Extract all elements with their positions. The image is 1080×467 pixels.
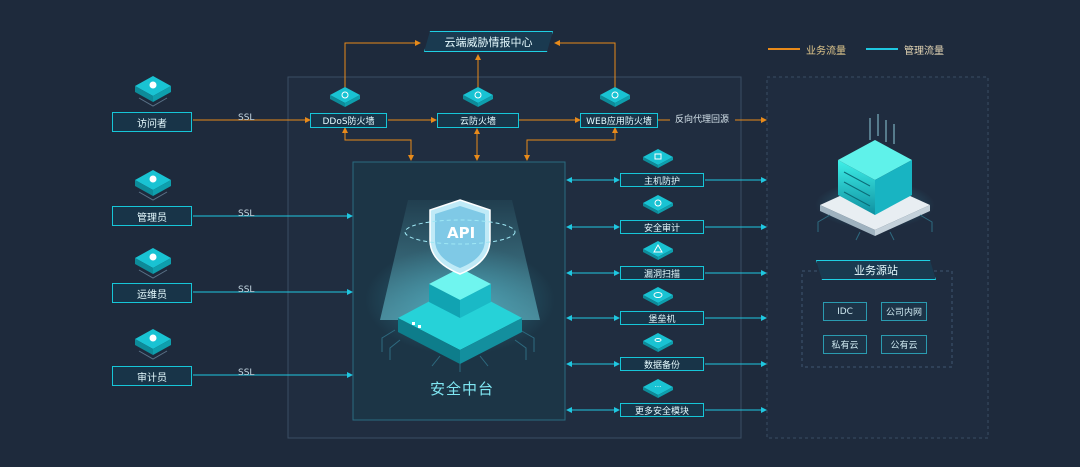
ddos-firewall-box: DDoS防火墙 [310, 113, 387, 128]
core-illustration [365, 199, 555, 372]
security-platform-title: 安全中台 [430, 380, 495, 398]
ssl-label-auditor: SSL [238, 368, 255, 378]
role-auditor-box: 审计员 [112, 366, 192, 386]
web-firewall-box: WEB应用防火墙 [580, 113, 658, 128]
ssl-label-ops: SSL [238, 285, 255, 295]
module-more: 更多安全模块 [620, 403, 704, 417]
origin-server-illustration [815, 114, 935, 241]
role-icons [135, 76, 171, 360]
cloud-firewall-box: 云防火墙 [437, 113, 519, 128]
legend-management-label: 管理流量 [904, 46, 944, 57]
module-vuln-scan: 漏洞扫描 [620, 266, 704, 280]
firewall-icons [330, 87, 630, 107]
module-security-audit: 安全审计 [620, 220, 704, 234]
threat-intel-center-box: 云端威胁情报中心 [424, 31, 553, 52]
api-label: API [447, 224, 476, 242]
role-admin-box: 管理员 [112, 206, 192, 226]
ssl-label-visitor: SSL [238, 113, 255, 123]
role-visitor-box: 访问者 [112, 112, 192, 132]
origin-intranet: 公司内网 [881, 302, 927, 321]
origin-private-cloud: 私有云 [823, 335, 867, 354]
svg-text:···: ··· [655, 383, 662, 391]
module-data-backup: 数据备份 [620, 357, 704, 371]
origin-panel [766, 76, 989, 439]
ssl-label-admin: SSL [238, 209, 255, 219]
module-bastion: 堡垒机 [620, 311, 704, 325]
role-ops-box: 运维员 [112, 283, 192, 303]
origin-idc: IDC [823, 302, 867, 321]
module-host-protection: 主机防护 [620, 173, 704, 187]
legend-management-line [866, 48, 898, 50]
module-icons: ··· [643, 149, 673, 398]
origin-public-cloud: 公有云 [881, 335, 927, 354]
legend-business-line [768, 48, 800, 50]
legend-business-label: 业务流量 [806, 46, 846, 57]
reverse-proxy-label: 反向代理回源 [675, 115, 730, 125]
business-origin-title: 业务源站 [816, 260, 936, 280]
